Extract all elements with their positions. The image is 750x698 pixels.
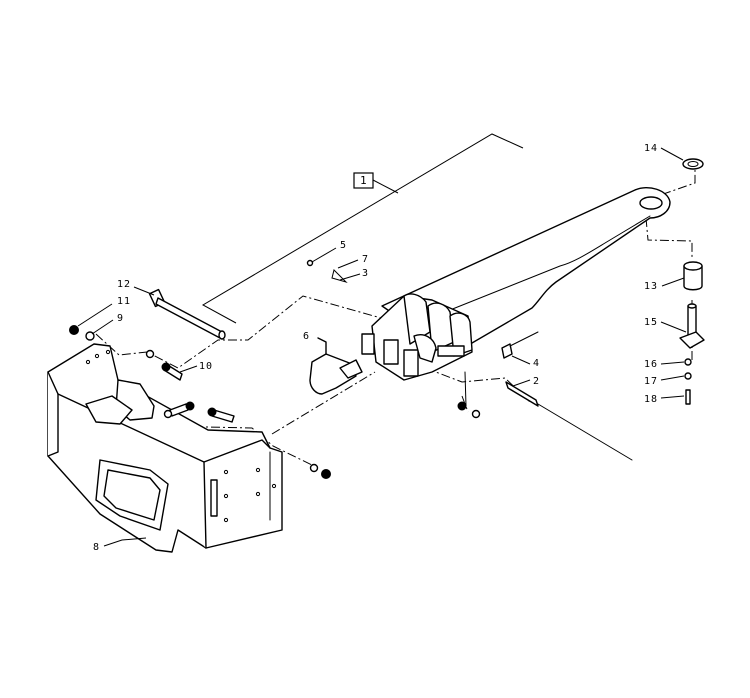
fasteners xyxy=(69,259,633,479)
clip-3-7 xyxy=(331,269,348,284)
callout-8: 8 xyxy=(93,542,100,553)
callout-12: 12 xyxy=(117,279,131,290)
screw-18 xyxy=(685,389,691,405)
right-parts xyxy=(679,158,705,405)
callout-4: 4 xyxy=(533,358,540,369)
washer-16 xyxy=(684,358,692,366)
callout-9: 9 xyxy=(117,313,124,324)
hitch-coupler xyxy=(361,293,473,381)
callout-14: 14 xyxy=(644,143,658,154)
arm-eye-hole xyxy=(639,196,663,210)
pin-15 xyxy=(687,305,697,337)
assembly-ref-box xyxy=(353,172,374,189)
callout-15: 15 xyxy=(644,317,658,328)
callout-3: 3 xyxy=(362,268,369,279)
hitch-housing xyxy=(47,343,283,553)
callout-6: 6 xyxy=(303,331,310,342)
pin-2 xyxy=(505,381,539,407)
spring-5 xyxy=(306,259,314,267)
callout-7: 7 xyxy=(362,254,369,265)
callout-10: 10 xyxy=(199,361,213,372)
long-pin xyxy=(148,288,226,340)
washer-14 xyxy=(682,158,704,170)
callout-13: 13 xyxy=(644,281,658,292)
callout-18: 18 xyxy=(644,394,658,405)
washer-17 xyxy=(684,372,692,380)
callout-16: 16 xyxy=(644,359,658,370)
latch-hook xyxy=(309,337,363,395)
callout-2: 2 xyxy=(533,376,540,387)
callout-11: 11 xyxy=(117,296,131,307)
callout-17: 17 xyxy=(644,376,658,387)
nut-11 xyxy=(69,325,79,335)
callout-labels: 2 3 4 5 6 7 8 9 10 11 12 13 14 15 16 17 … xyxy=(77,143,687,553)
clip-4 xyxy=(501,343,513,359)
assembly-bracket: 1 xyxy=(201,133,524,324)
bushing-13 xyxy=(683,265,703,291)
assembly-ref-label: 1 xyxy=(360,174,367,187)
callout-5: 5 xyxy=(340,240,347,251)
